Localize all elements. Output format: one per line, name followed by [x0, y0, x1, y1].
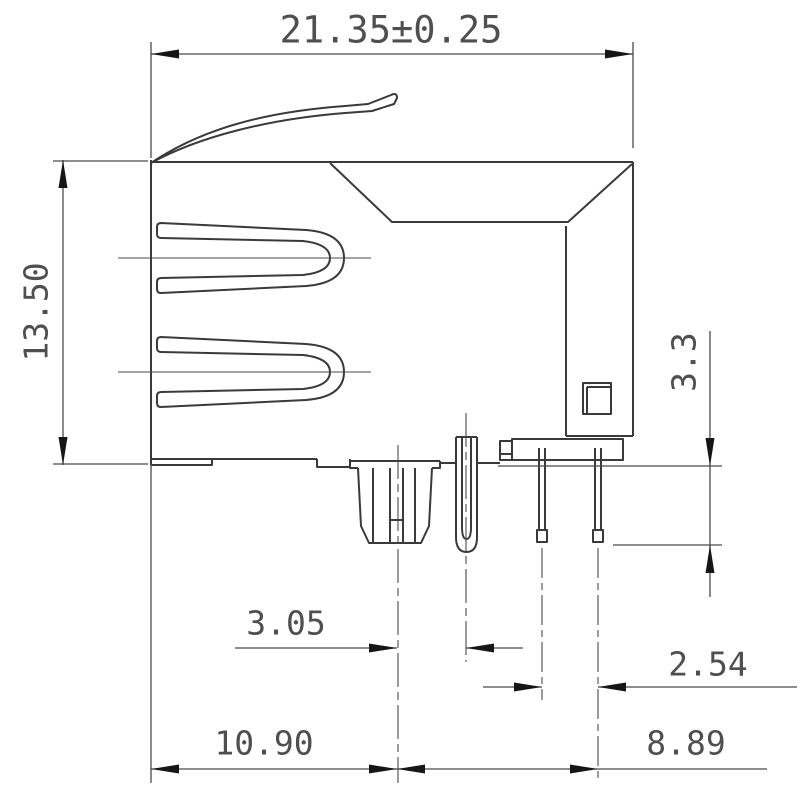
- arrow-post-tab-left: [369, 643, 397, 653]
- contact-fork-upper: [156, 222, 345, 294]
- arrow-front-post-right: [369, 764, 397, 774]
- dim-post-tab-label: 3.05: [246, 604, 325, 643]
- arrow-width-right: [605, 49, 633, 59]
- standoff-block-main: [511, 438, 624, 461]
- dim-height-label: 13.50: [17, 262, 56, 361]
- pin-2-tip: [592, 529, 604, 543]
- dim-pitch-label: 2.54: [668, 645, 747, 684]
- arrow-standoff-top: [705, 438, 715, 466]
- arrowhead-group: [58, 49, 715, 774]
- bottom-step-block: [316, 459, 351, 468]
- dim-standoff-label: 3.3: [665, 332, 704, 392]
- connector-part-group: [150, 93, 634, 553]
- centerline-group: [118, 257, 599, 783]
- arrow-pitch-right: [598, 682, 626, 692]
- arrow-post-tab-right: [466, 643, 494, 653]
- dim-post-pin-label: 8.89: [646, 724, 725, 763]
- arrow-front-post-left: [151, 764, 179, 774]
- contact-fork-lower: [156, 336, 345, 408]
- arrow-post-pin-right: [570, 764, 598, 774]
- pin-1-tip: [536, 529, 548, 543]
- post-flange-left: [349, 461, 358, 469]
- arrow-standoff-bottom: [705, 545, 715, 573]
- standoff-block-small: [499, 440, 512, 461]
- arrow-height-bottom: [58, 437, 68, 465]
- front-foot: [151, 458, 213, 466]
- arrow-pitch-left: [514, 682, 542, 692]
- arrow-height-top: [58, 160, 68, 188]
- post-flange-right: [432, 461, 441, 469]
- rear-window: [582, 382, 612, 415]
- post-body: [357, 467, 433, 544]
- arrow-width-left: [151, 49, 179, 59]
- housing-shoulder-chamfer: [329, 162, 633, 223]
- dim-width-label: 21.35±0.25: [280, 9, 503, 52]
- dim-front-post-label: 10.90: [214, 724, 313, 763]
- latch-spring: [150, 93, 398, 164]
- arrow-post-pin-left: [397, 764, 425, 774]
